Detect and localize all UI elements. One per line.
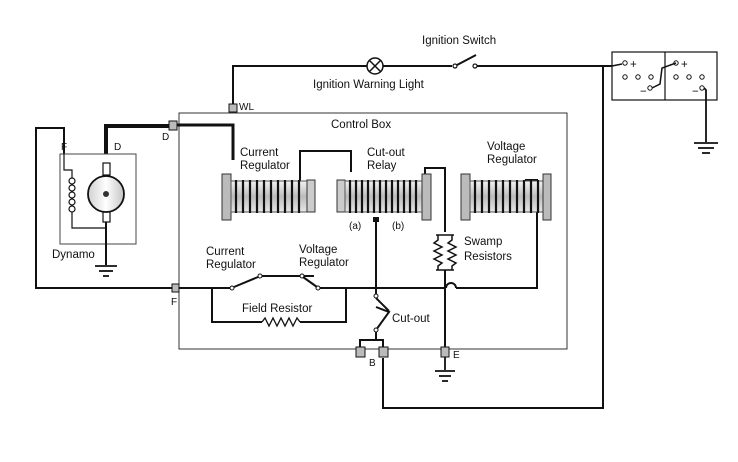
terminal-b bbox=[355, 346, 389, 358]
winding-b-label: (b) bbox=[392, 221, 404, 232]
cutout-relay-label-1: Cut-out bbox=[367, 147, 406, 159]
ignition-warning-light-label: Ignition Warning Light bbox=[313, 79, 425, 91]
battery-minus-left: − bbox=[640, 86, 647, 98]
swamp-resistors-label-2: Resistors bbox=[464, 251, 512, 263]
current-regulator-coil-label-2: Regulator bbox=[240, 160, 290, 172]
dynamo-f-label: F bbox=[61, 142, 67, 153]
armature-icon bbox=[87, 162, 125, 265]
dynamo-ground-icon bbox=[95, 265, 117, 277]
cutout-relay-label-2: Relay bbox=[367, 160, 397, 172]
dynamo-label: Dynamo bbox=[52, 249, 95, 261]
field-winding-icon bbox=[63, 154, 106, 229]
terminal-e bbox=[440, 346, 450, 358]
swamp-resistors-label-1: Swamp bbox=[464, 236, 502, 248]
control-box-outline bbox=[178, 112, 568, 350]
cutout-contact-icon bbox=[373, 293, 390, 333]
terminal-d bbox=[168, 120, 178, 131]
winding-a-label: (a) bbox=[349, 221, 361, 232]
battery-plus-right: + bbox=[681, 59, 688, 71]
voltage-regulator-coil-label-2: Regulator bbox=[487, 154, 537, 166]
battery-plus-left: + bbox=[630, 59, 637, 71]
terminal-wl-label: WL bbox=[239, 102, 254, 113]
current-regulator-coil bbox=[221, 173, 316, 221]
terminal-d-label: D bbox=[162, 132, 169, 143]
swamp-resistors-icon bbox=[432, 234, 458, 271]
battery-minus-right: − bbox=[692, 86, 699, 98]
terminal-e-label: E bbox=[453, 350, 460, 361]
voltage-regulator-coil-label-1: Voltage bbox=[487, 141, 525, 153]
cutout-contact-label: Cut-out bbox=[392, 313, 431, 325]
terminal-wl bbox=[228, 103, 238, 113]
ignition-warning-light-icon bbox=[366, 57, 384, 75]
terminal-f bbox=[171, 283, 180, 293]
wiring bbox=[35, 65, 612, 409]
terminal-f-label: F bbox=[171, 297, 177, 308]
cutout-relay-coil bbox=[336, 173, 432, 222]
field-resistor-icon bbox=[261, 316, 301, 328]
voltage-regulator-contact-label-2: Regulator bbox=[299, 257, 349, 269]
wire-crossover bbox=[445, 282, 457, 289]
battery-ground-icon bbox=[694, 142, 718, 154]
terminal-b-label: B bbox=[369, 358, 376, 369]
voltage-regulator-contact-label-1: Voltage bbox=[299, 244, 337, 256]
control-box-ground-icon bbox=[435, 357, 455, 382]
voltage-regulator-contact-icon bbox=[299, 273, 346, 291]
current-regulator-contact-label-2: Regulator bbox=[206, 259, 256, 271]
current-regulator-coil-label-1: Current bbox=[240, 147, 279, 159]
dynamo-d-label: D bbox=[114, 142, 121, 153]
battery-icon bbox=[611, 51, 718, 142]
current-regulator-contact-label-1: Current bbox=[206, 246, 245, 258]
field-resistor-label: Field Resistor bbox=[242, 303, 312, 315]
ignition-switch-icon bbox=[452, 54, 478, 69]
voltage-regulator-coil bbox=[460, 173, 552, 221]
control-box-label: Control Box bbox=[331, 119, 391, 131]
ignition-switch-label: Ignition Switch bbox=[422, 35, 496, 47]
current-regulator-contact-icon bbox=[229, 273, 263, 291]
